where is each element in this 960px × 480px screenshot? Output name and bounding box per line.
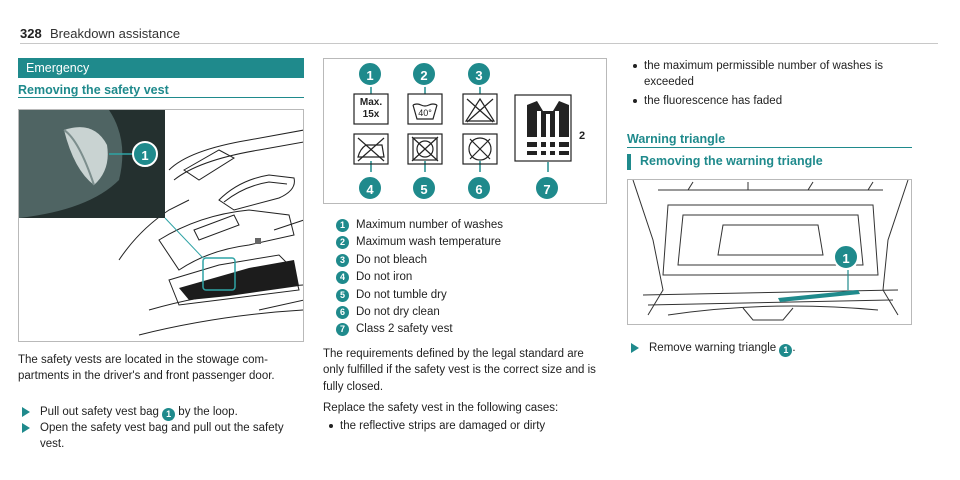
bullet-dot-icon (329, 424, 333, 428)
bullet-item: the fluorescence has faded (630, 93, 920, 109)
step-arrow-icon (22, 423, 30, 433)
max-label-2: 15x (363, 109, 380, 120)
ref-1: 1 (779, 344, 793, 357)
ref-2: 2 (336, 236, 349, 250)
callout-1: 1 (357, 61, 383, 87)
bullet-dot-icon (633, 99, 637, 103)
callout-6: 6 (466, 175, 492, 201)
ref-5: 5 (336, 288, 349, 302)
callout-4: 4 (357, 175, 383, 201)
page-number: 328 (20, 26, 42, 41)
class-label: 2 (579, 130, 585, 142)
heading-warning-triangle: Warning triangle (627, 131, 912, 148)
ref-6: 6 (336, 305, 349, 319)
ref-4: 4 (336, 271, 349, 285)
callout-3: 3 (466, 61, 492, 87)
step-open-bag: Open the safety vest bag and pull out th… (18, 420, 304, 453)
trunk-figure: 1 (627, 179, 912, 325)
step-remove-triangle: Remove warning triangle 1. (627, 340, 917, 357)
callout-1-vest-bag: 1 (132, 141, 158, 167)
trunk-illustration (632, 180, 909, 321)
ref-1: 1 (336, 219, 349, 232)
callout-2: 2 (411, 61, 437, 87)
emergency-banner: Emergency (18, 58, 304, 78)
vest-location-text: The safety vests are located in the stow… (18, 354, 275, 383)
door-compartment-figure: 1 (18, 109, 304, 342)
bullet-dot-icon (633, 64, 637, 68)
care-symbols-figure: Max. 15x 40° 2 1 2 3 4 5 6 7 (323, 58, 607, 204)
callout-5: 5 (411, 175, 437, 201)
requirements-text: The requirements defined by the legal st… (323, 348, 596, 393)
heading-removing-safety-vest: Removing the safety vest (18, 82, 304, 98)
max-label-1: Max. (360, 97, 382, 108)
callout-7: 7 (534, 175, 560, 201)
door-illustration (19, 110, 303, 341)
replace-cases-text: Replace the safety vest in the following… (323, 402, 559, 414)
ref-1: 1 (162, 408, 176, 421)
step-arrow-icon (631, 343, 639, 353)
heading-removing-warning-triangle: Removing the warning triangle (640, 154, 823, 168)
heading-bar (627, 154, 631, 170)
ref-7: 7 (336, 323, 349, 337)
section-title: Breakdown assistance (50, 26, 181, 41)
temp-label: 40° (418, 108, 432, 118)
bullet-item: the reflective strips are damaged or dir… (326, 418, 606, 434)
bullet-item: the maximum permissible number of washes… (630, 58, 920, 91)
step-pull-out-bag: Pull out safety vest bag 1 by the loop. (18, 404, 304, 421)
step-arrow-icon (22, 407, 30, 417)
ref-3: 3 (336, 253, 349, 267)
callout-1-warning-triangle: 1 (833, 244, 859, 270)
page-header: 328 Breakdown assistance (20, 22, 938, 44)
